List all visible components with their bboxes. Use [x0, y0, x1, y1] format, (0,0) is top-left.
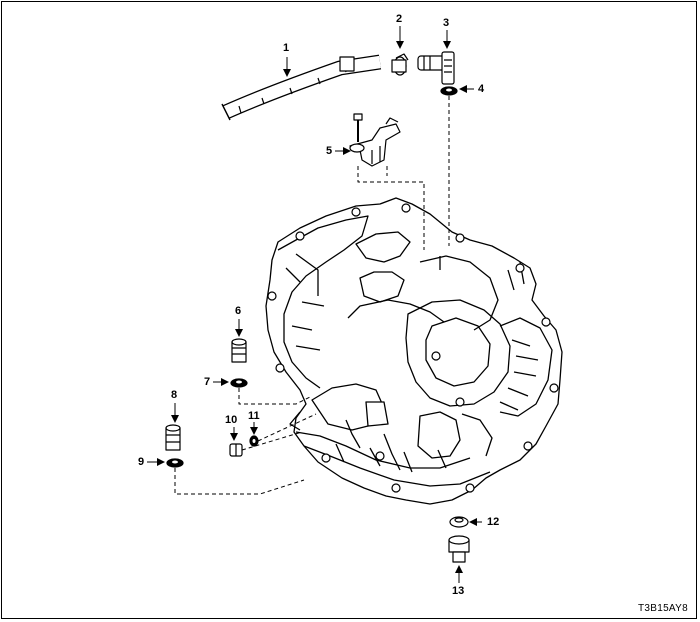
callout-1: 1 — [283, 42, 290, 54]
installation-lines — [174, 96, 450, 495]
callout-6: 6 — [235, 305, 242, 317]
callout-4: 4 — [478, 83, 485, 95]
callout-8: 8 — [171, 389, 178, 401]
gasket-upper — [230, 378, 248, 388]
callout-9: 9 — [138, 456, 145, 468]
callout-5: 5 — [326, 145, 333, 157]
side-plug — [229, 443, 243, 457]
case-bolt-holes — [267, 203, 559, 493]
callout-10: 10 — [225, 414, 238, 426]
drain-gasket — [449, 516, 469, 528]
speed-sensor — [349, 113, 401, 167]
drain-plug — [448, 535, 470, 563]
figure-code: T3B15AY8 — [637, 603, 688, 614]
transaxle-case — [265, 197, 563, 505]
oil-hollow-bolt-lower — [165, 424, 181, 451]
callout-7: 7 — [204, 376, 211, 388]
breather-gasket — [440, 86, 458, 96]
leader-arrows — [147, 26, 482, 583]
callout-3: 3 — [443, 17, 450, 29]
gasket-lower — [166, 458, 184, 468]
callout-11: 11 — [248, 410, 260, 422]
breather-hose — [221, 54, 382, 121]
callout-12: 12 — [487, 516, 500, 528]
hose-clamp — [391, 53, 409, 76]
o-ring — [249, 435, 259, 447]
breather-plug — [417, 51, 455, 85]
callout-13: 13 — [452, 585, 465, 597]
oil-hollow-bolt-upper — [231, 338, 247, 363]
callout-2: 2 — [396, 13, 403, 25]
